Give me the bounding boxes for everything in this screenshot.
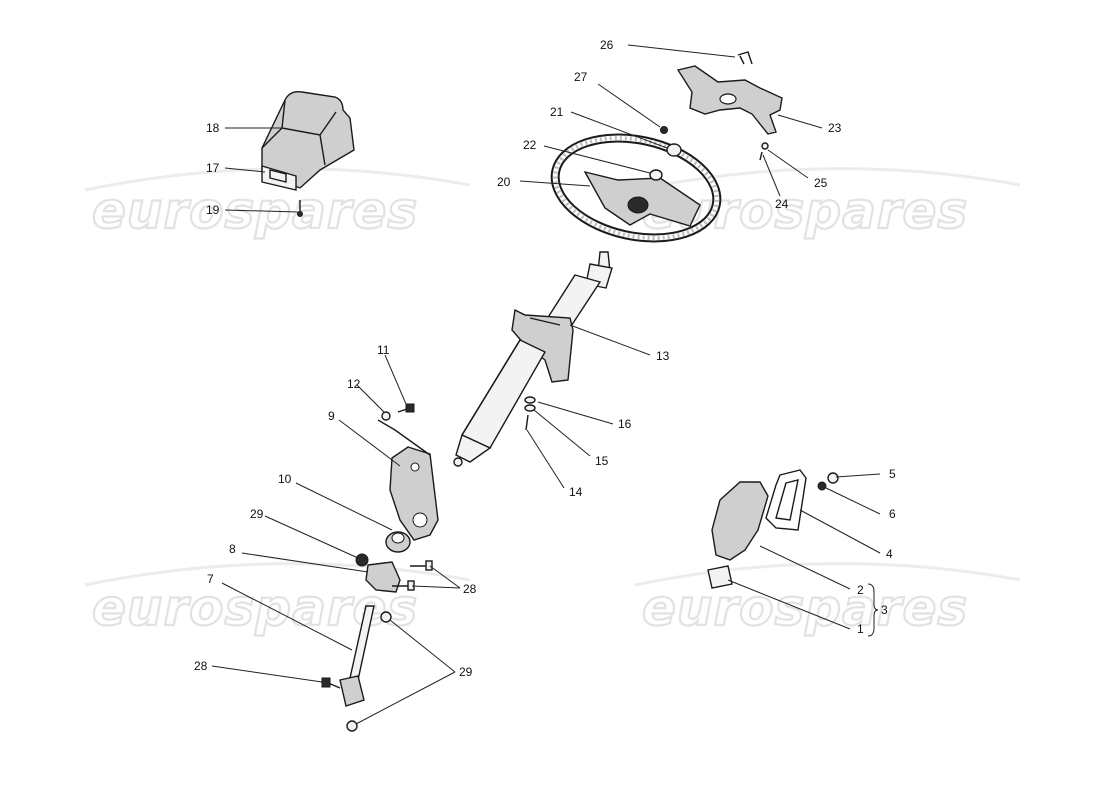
callout-2: 2	[857, 583, 864, 597]
callout-numbers: 1 2 3 4 5 6 7 8 9 10 11 12 13 14 15 16 1…	[194, 38, 896, 679]
callout-27: 27	[574, 70, 588, 84]
watermark-bottom-right: eurospares	[642, 579, 968, 637]
callout-8: 8	[229, 542, 236, 556]
callout-13: 13	[656, 349, 670, 363]
callout-29-lower: 29	[459, 665, 473, 679]
callout-22: 22	[523, 138, 537, 152]
leader-lines	[211, 44, 881, 725]
horn-button-parts	[660, 126, 682, 157]
callout-3: 3	[881, 603, 888, 617]
gear-boot-part	[707, 469, 839, 589]
callout-21: 21	[550, 105, 564, 119]
callout-20: 20	[497, 175, 511, 189]
callout-23: 23	[828, 121, 842, 135]
watermark-group: eurospares eurospares eurospares eurospa…	[84, 167, 1021, 638]
callout-12: 12	[347, 377, 361, 391]
callout-14: 14	[569, 485, 583, 499]
callout-29-upper: 29	[250, 507, 264, 521]
callout-24: 24	[775, 197, 789, 211]
steering-column-part	[453, 251, 613, 467]
column-shroud-part	[261, 90, 355, 217]
callout-10: 10	[278, 472, 292, 486]
callout-9: 9	[328, 409, 335, 423]
callout-4: 4	[886, 547, 893, 561]
callout-6: 6	[889, 507, 896, 521]
spoke-cover-part	[676, 51, 783, 161]
callout-25: 25	[814, 176, 828, 190]
callout-18: 18	[206, 121, 220, 135]
steering-wheel-part	[550, 133, 722, 243]
callout-15: 15	[595, 454, 609, 468]
callout-1: 1	[857, 622, 864, 636]
callout-26: 26	[600, 38, 614, 52]
column-bracket-part	[377, 403, 439, 553]
callout-17: 17	[206, 161, 220, 175]
callout-28-lower: 28	[194, 659, 208, 673]
callout-28-upper: 28	[463, 582, 477, 596]
callout-5: 5	[889, 467, 896, 481]
callout-7: 7	[207, 572, 214, 586]
callout-11: 11	[377, 343, 390, 357]
intermediate-shaft-part	[321, 553, 433, 732]
callout-16: 16	[618, 417, 632, 431]
callout-19: 19	[206, 203, 220, 217]
